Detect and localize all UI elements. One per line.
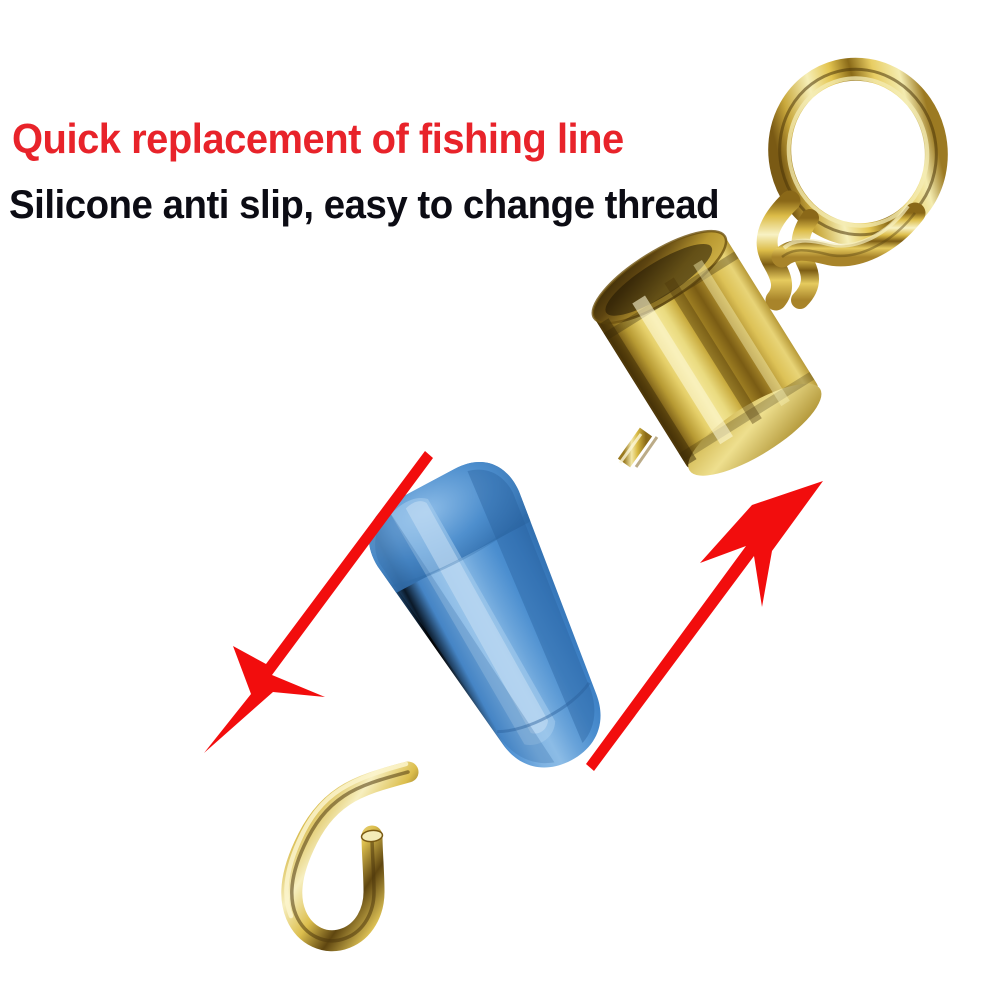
silicone-sleeve	[368, 461, 601, 768]
connector-pin	[617, 427, 659, 468]
eye-loop-inner-highlight	[786, 76, 930, 228]
barrel-shade-left	[600, 318, 697, 465]
sleeve-shade-right	[467, 469, 595, 743]
hook-wire	[281, 761, 419, 952]
barrel-chamfer-top	[603, 251, 739, 340]
barrel-chamfer-bottom	[678, 371, 815, 462]
barrel-bottom-face	[688, 383, 822, 476]
barrel-shade-core	[664, 277, 762, 425]
barrel-highlight-b	[693, 260, 790, 407]
connector-pin-shaft	[617, 427, 653, 468]
arrow-slide-up	[586, 481, 823, 771]
eye-loop-lower-sweep	[771, 202, 926, 268]
eye-loop-leg-right	[791, 209, 819, 309]
wire-eye-loop	[756, 57, 948, 311]
hook-highlight	[284, 761, 409, 919]
sleeve-shade-left	[375, 510, 555, 764]
eye-loop-lower-seam	[781, 212, 916, 259]
sleeve-highlight-core	[405, 501, 548, 734]
sleeve-dome-top	[368, 461, 531, 593]
barrel-bore-shadow	[605, 243, 713, 316]
connector-pin-highlight	[618, 433, 643, 464]
barrel-highlight-a	[632, 295, 733, 445]
gold-hook	[281, 761, 419, 952]
brass-barrel	[591, 229, 822, 476]
annotation-arrows	[204, 451, 823, 771]
arrow-slide-down	[204, 451, 433, 753]
eye-loop-lower-highlight	[782, 204, 910, 250]
arrow-slide-up-shape	[586, 481, 823, 771]
arrow-slide-down-shape	[204, 451, 433, 753]
barrel-top-rim	[591, 229, 728, 325]
sleeve-seam-line	[497, 681, 591, 734]
connector-pin-shadow	[634, 436, 659, 468]
hook-tip-cap	[360, 829, 384, 843]
hook-seam	[290, 770, 410, 943]
eye-loop-ring	[768, 57, 948, 247]
sleeve-seam-top	[392, 513, 528, 587]
